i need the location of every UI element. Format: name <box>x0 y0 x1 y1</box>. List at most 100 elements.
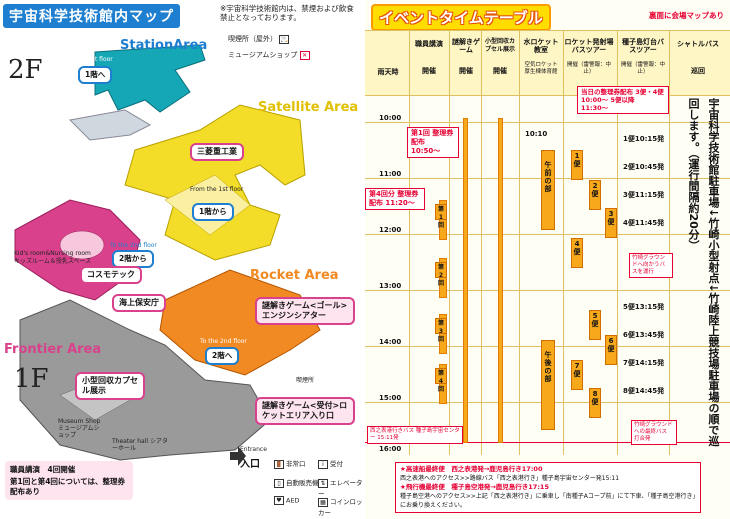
nishinoomote-note: 西之表港行きバス 種子島宇宙センター 15:11発 <box>367 426 463 444</box>
reception-icon: i <box>318 459 328 469</box>
time-1400: 14:00 <box>379 338 402 346</box>
shop-legend-text: ミュージアムショップ <box>228 51 298 59</box>
lecture-bar-1 <box>439 200 447 240</box>
legend-aed: ♥AED <box>274 496 300 505</box>
launch-8: 8便 <box>589 388 601 418</box>
shuttle-3: 3便11:15発 <box>623 191 665 199</box>
cosmotec-label: コスモテック <box>80 266 142 284</box>
column-divider <box>563 30 564 455</box>
capsule-bar <box>498 118 503 443</box>
ferry-line-2: 西之表港へのアクセス>>路線バス「西之表港行き」種子島宇宙センター発15:11 <box>400 475 620 482</box>
entrance-arrow <box>230 446 246 466</box>
hour-line <box>365 290 730 291</box>
elevator-icon: ⇅ <box>318 478 328 488</box>
lecture-round-2: 第2回 <box>435 262 447 287</box>
riddle-bar <box>463 118 468 443</box>
smoking-label: 喫煙所 <box>296 377 315 384</box>
column-divider <box>409 30 410 455</box>
mitsubishi-label: 三菱重工業 <box>190 143 244 161</box>
col-capsule: 小型回収カプセル展示 <box>484 38 515 53</box>
to-2nd-rocket: To the 2nd floor <box>200 338 247 345</box>
frontier-area-label: Frontier Area <box>4 342 102 357</box>
shop-legend: ミュージアムショップ ✕ <box>228 50 312 60</box>
water-rocket-time: 10:10 <box>525 130 548 138</box>
col-lighthouse-tour: 種子島灯台バスツアー <box>622 38 664 54</box>
shuttle-2: 2便10:45発 <box>623 163 665 171</box>
station-area-shape <box>94 44 206 113</box>
lecture-box-title: 職員講演 4回開催 <box>10 465 76 474</box>
station-stairs <box>68 109 152 141</box>
legend-exit: 🚪非常口 <box>274 458 306 469</box>
time-1000: 10:00 <box>379 114 402 122</box>
sat-from-label: 1階から <box>192 203 234 221</box>
ferry-line-4: 種子島空港へのアクセス>>上記「西之表港行き」に乗車し「南種子Aコープ前」にて下… <box>400 493 696 509</box>
floor-2-label: 2F <box>8 55 43 85</box>
shuttle-1: 1便10:15発 <box>623 135 665 143</box>
legend-elevator-text: エレベーター <box>318 479 363 498</box>
aed-icon: ♥ <box>274 496 284 505</box>
lecture-round-4: 第4回 <box>435 368 447 393</box>
entrance-en: Entrance <box>240 446 267 453</box>
shuttle-5: 5便13:15発 <box>623 303 665 311</box>
column-divider <box>481 30 482 455</box>
map-title: 宇宙科学技術館内マップ <box>3 4 180 28</box>
museum-shop-label: Museum Shop ミュージアムショップ <box>58 418 101 439</box>
time-1500: 15:00 <box>379 394 402 402</box>
same-day-note: 当日の整理券配布 3便・4便 10:00〜 5便以降 11:30〜 <box>577 86 670 114</box>
status-riddle: 開催 <box>459 67 473 75</box>
event-timetable: イベントタイムテーブル 裏面に会場マップあり 職員講演 謎解きゲーム 小型回収カ… <box>365 0 730 519</box>
column-divider <box>617 30 618 455</box>
hour-line <box>365 122 730 123</box>
legend-reception-text: 受付 <box>330 460 343 468</box>
status-shuttle: 巡回 <box>691 67 705 75</box>
legend-locker-text: コインロッカー <box>318 498 363 517</box>
station-down-label: 1階へ <box>78 66 113 84</box>
time-1100: 11:00 <box>379 170 402 178</box>
shuttle-8: 8便14:45発 <box>623 387 665 395</box>
station-area-label: StationArea <box>120 38 208 53</box>
col-water-rocket: 水ロケット教室 <box>523 38 559 54</box>
rocket-area-shape <box>159 269 321 376</box>
col-shuttle: シャトルバス <box>677 40 719 48</box>
shuttle-6: 6便13:45発 <box>623 331 665 339</box>
water-rocket-pm: 午後の部 <box>541 340 555 430</box>
entrance-label: 入口 <box>240 459 260 470</box>
floor-map: 宇宙科学技術館内マップ ※宇宙科学技術館内は、禁煙および飲食禁止となっております… <box>3 4 365 517</box>
shuttle-4: 4便11:45発 <box>623 219 665 227</box>
satellite-area-label: Satellite Area <box>258 100 359 115</box>
smoking-icon: 🚬 <box>279 34 290 44</box>
legend-aed-text: AED <box>286 496 300 505</box>
column-divider <box>449 30 450 455</box>
time-1300: 13:00 <box>379 282 402 290</box>
kids-room-en: Kid's room&Nursing room <box>14 250 91 257</box>
lecture-round-1: 第1回 <box>435 204 447 229</box>
ground-bus-note: 竹崎グラウンドへ向かうバスを運行 <box>629 253 673 278</box>
launch-7: 7便 <box>571 360 583 390</box>
lecture-round-3: 第3回 <box>435 318 447 343</box>
timetable-title: イベントタイムテーブル <box>371 4 551 31</box>
legend-vending-text: 自動販売機 <box>286 479 319 487</box>
launch-6: 6便 <box>605 335 617 365</box>
lecture-info-box: 職員講演 4回開催 第1回と第4回については、整理券配布あり <box>5 461 133 500</box>
to-1st-station: To the 1st floor <box>68 56 113 63</box>
legend-vending: ▯自動販売機 <box>274 477 319 488</box>
smoking-legend-text: 喫煙所（屋外） <box>228 35 277 43</box>
lecture-bar-3 <box>439 314 447 354</box>
kids-room-jp: キッズルーム＆授乳スペース <box>14 258 92 265</box>
lecture-bar-4 <box>439 364 447 404</box>
exit-icon: 🚪 <box>274 459 284 469</box>
lecture4-ticket-note: 第4回分 整理券配布 11:20〜 <box>365 188 425 210</box>
ferry-info-box: ★高速船最終便 西之表港発→鹿児島行き17:00 西之表港へのアクセス>>路線バ… <box>395 462 701 513</box>
status-lighthouse: 開催（雷警報：中止） <box>620 62 665 75</box>
col-lecture: 職員講演 <box>415 40 443 48</box>
no-shop-icon: ✕ <box>299 50 310 60</box>
legend-locker: ▦コインロッカー <box>318 496 365 517</box>
hour-line <box>365 442 730 443</box>
legend-elevator: ⇅エレベーター <box>318 477 365 498</box>
column-divider <box>519 30 520 455</box>
launch-4: 4便 <box>571 238 583 268</box>
col-launch-tour: ロケット発射場バスツアー <box>564 38 614 54</box>
rocket-up-label: 2階へ <box>205 347 240 365</box>
hour-line <box>365 234 730 235</box>
